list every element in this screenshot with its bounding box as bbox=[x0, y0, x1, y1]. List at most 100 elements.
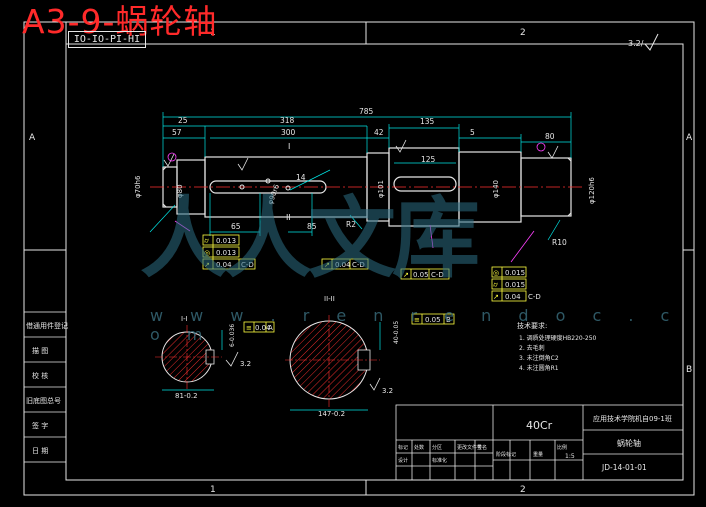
tol-right-2: 0.015 bbox=[505, 281, 525, 289]
svg-text:旧底图总号: 旧底图总号 bbox=[26, 396, 61, 405]
svg-text:标准化: 标准化 bbox=[432, 457, 447, 464]
svg-text:描 图: 描 图 bbox=[32, 346, 48, 355]
dim-85: 85 bbox=[307, 222, 317, 231]
tol-left-2: 0.013 bbox=[216, 249, 236, 257]
svg-text:阶段标记: 阶段标记 bbox=[496, 451, 516, 458]
diam-label-4: φ101 bbox=[377, 180, 385, 198]
dim-25: 25 bbox=[178, 116, 188, 125]
dim-318: 318 bbox=[280, 116, 295, 125]
zone-marker-bottom-1: 1 bbox=[210, 485, 216, 495]
surface-roughness-symbol: 3.2/ bbox=[628, 39, 644, 48]
svg-text:日 期: 日 期 bbox=[32, 447, 48, 455]
dim-80: 80 bbox=[545, 132, 555, 141]
svg-text:B: B bbox=[446, 316, 451, 324]
tol-sym-key-2: 0.05 bbox=[425, 316, 441, 324]
svg-text:签 字: 签 字 bbox=[32, 421, 48, 430]
svg-text:C-D: C-D bbox=[352, 261, 365, 269]
svg-text:↗: ↗ bbox=[324, 261, 330, 269]
watermark-url: w w w . r e n r e n d o c . c o m bbox=[150, 306, 681, 344]
tol-right-3: 0.04 bbox=[505, 293, 521, 301]
tol-left-3: 0.04 bbox=[216, 261, 232, 269]
dim-65: 65 bbox=[231, 222, 241, 231]
zone-marker-bottom-2: 2 bbox=[520, 485, 526, 495]
svg-text:1. 调质处理硬度HB220-250: 1. 调质处理硬度HB220-250 bbox=[519, 334, 597, 342]
company-label: 应用技术学院机自09-1班 bbox=[593, 414, 672, 423]
svg-text:⌭: ⌭ bbox=[493, 281, 498, 289]
section-height-i: 6-0.036 bbox=[229, 324, 236, 347]
dim-r10: R10 bbox=[552, 238, 567, 247]
material-label: 40Cr bbox=[526, 419, 553, 432]
dim-135: 135 bbox=[420, 117, 435, 126]
svg-text:3.2: 3.2 bbox=[382, 387, 393, 395]
svg-text:A: A bbox=[268, 324, 273, 332]
section-mark-ii: II bbox=[286, 213, 291, 222]
datum-markers bbox=[167, 142, 546, 263]
dim-125: 125 bbox=[421, 155, 436, 164]
zone-marker-right-a: A bbox=[686, 133, 693, 143]
section-view-i: I-I 81-0.2 6-0.036 3.2 bbox=[155, 315, 251, 400]
svg-text:处数: 处数 bbox=[414, 444, 424, 451]
svg-text:◎: ◎ bbox=[493, 269, 499, 277]
diam-label-6: φ120h6 bbox=[588, 177, 596, 204]
dim-42: 42 bbox=[374, 128, 384, 137]
tol-left-1: 0.013 bbox=[216, 237, 236, 245]
zone-marker-left-a: A bbox=[29, 133, 36, 143]
outer-frame bbox=[23, 21, 695, 496]
diam-label-1: φ70h6 bbox=[134, 175, 142, 198]
svg-text:C-D: C-D bbox=[431, 271, 444, 279]
watermark-logo: 人人文库 bbox=[140, 186, 480, 290]
zone-marker-top-2: 2 bbox=[520, 28, 526, 38]
tolerance-frames: ⌭ 0.013 ◎ 0.013 ↗ 0.04 C-D ↗ 0.04 C-D ↗ … bbox=[202, 234, 541, 333]
zone-marker-top-1: 1 bbox=[210, 28, 216, 38]
section-mark-i: I bbox=[288, 142, 290, 151]
dim-57: 57 bbox=[172, 128, 182, 137]
svg-text:借通用件登记: 借通用件登记 bbox=[26, 321, 68, 330]
svg-text:↗: ↗ bbox=[403, 271, 409, 279]
svg-text:↗: ↗ bbox=[493, 293, 499, 301]
section-title-ii: II-II bbox=[324, 295, 335, 303]
section-width-i: 81-0.2 bbox=[175, 392, 198, 400]
technical-requirements: 技术要求: 1. 调质处理硬度HB220-250 2. 去毛刺 3. 未注倒角C… bbox=[517, 321, 597, 372]
svg-text:◎: ◎ bbox=[204, 249, 210, 257]
svg-text:3.2: 3.2 bbox=[240, 360, 251, 368]
svg-text:≡: ≡ bbox=[246, 324, 252, 332]
part-name-label: 蜗轮轴 bbox=[617, 438, 641, 448]
dim-r2: R2 bbox=[346, 220, 356, 229]
drawing-title: A3-9-蜗轮轴 bbox=[22, 2, 218, 41]
tol-sym-key-1: 0.04 bbox=[255, 324, 271, 332]
svg-text:比例: 比例 bbox=[557, 444, 567, 451]
drawing-number: JD-14-01-01 bbox=[601, 463, 647, 472]
zone-marker-right-b: B bbox=[686, 365, 692, 375]
svg-text:3. 未注倒角C2: 3. 未注倒角C2 bbox=[519, 354, 559, 362]
dimension-lines bbox=[149, 112, 572, 241]
tol-mid-1: 0.04 bbox=[335, 261, 351, 269]
title-block: 40Cr 应用技术学院机自09-1班 蜗轮轴 JD-14-01-01 1:5 标… bbox=[395, 404, 684, 481]
section-view-ii: II-II 147-0.2 40-0.05 3.2 bbox=[285, 295, 400, 418]
tol-mid-2: 0.05 bbox=[413, 271, 429, 279]
dim-5: 5 bbox=[470, 128, 475, 137]
svg-text:设计: 设计 bbox=[398, 457, 408, 464]
dim-300: 300 bbox=[281, 128, 296, 137]
svg-text:更改文件号: 更改文件号 bbox=[457, 444, 482, 451]
svg-text:C-D: C-D bbox=[528, 293, 541, 301]
diam-label-2: φ80 bbox=[176, 184, 184, 198]
svg-text:≡: ≡ bbox=[414, 316, 420, 324]
svg-text:2. 去毛刺: 2. 去毛刺 bbox=[519, 344, 545, 352]
svg-text:技术要求:: 技术要求: bbox=[517, 321, 547, 330]
dim-total: 785 bbox=[359, 107, 374, 116]
svg-text:标记: 标记 bbox=[398, 444, 408, 451]
svg-text:分区: 分区 bbox=[432, 444, 442, 451]
dim-14: 14 bbox=[296, 173, 306, 182]
inner-frame bbox=[65, 43, 684, 481]
scale-value: 1:5 bbox=[565, 453, 575, 460]
section-height-ii: 40-0.05 bbox=[393, 321, 400, 344]
drawing-code-box: ΙΟ-ΙΟ-ΡΙ-ΗΙ bbox=[68, 31, 146, 48]
svg-text:↗: ↗ bbox=[204, 261, 210, 269]
section-title-i: I-I bbox=[181, 315, 188, 323]
svg-text:重量: 重量 bbox=[533, 451, 543, 458]
diam-label-5: φ140 bbox=[492, 180, 500, 198]
svg-text:⌭: ⌭ bbox=[204, 237, 209, 245]
tol-right-1: 0.015 bbox=[505, 269, 525, 277]
